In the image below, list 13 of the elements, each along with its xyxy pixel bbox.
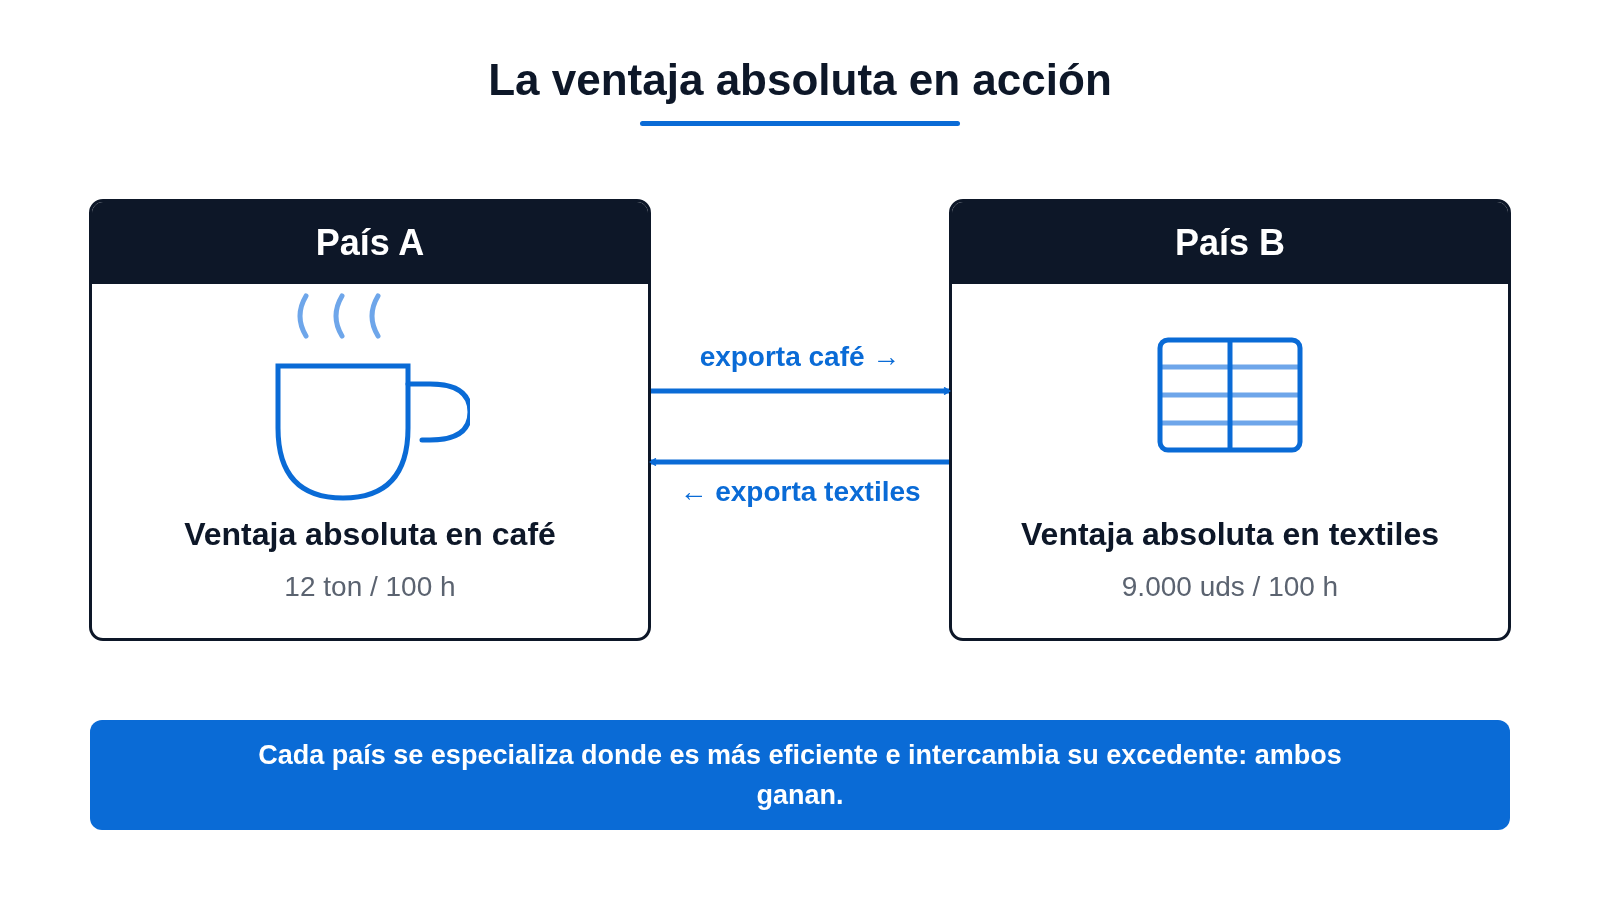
country-title: País A	[315, 221, 425, 265]
productivity-text: 12 ton / 100 h	[284, 570, 456, 604]
advantage-text: Ventaja absoluta en café	[184, 515, 556, 554]
country-card	[89, 199, 651, 641]
country-title: País B	[1174, 221, 1286, 265]
conclusion-banner	[90, 720, 1510, 830]
arrow	[649, 457, 949, 467]
conclusion-text: Cada país se especializa donde es más eficiente e intercambia su excedente: ambos ganan.	[257, 739, 1343, 812]
arrow	[651, 386, 951, 396]
productivity-text: 9.000 uds / 100 h	[1121, 570, 1339, 604]
country-card	[949, 199, 1511, 641]
diagram-title: La ventaja absoluta en acción	[488, 54, 1112, 106]
advantage-text: Ventaja absoluta en textiles	[1021, 515, 1439, 554]
